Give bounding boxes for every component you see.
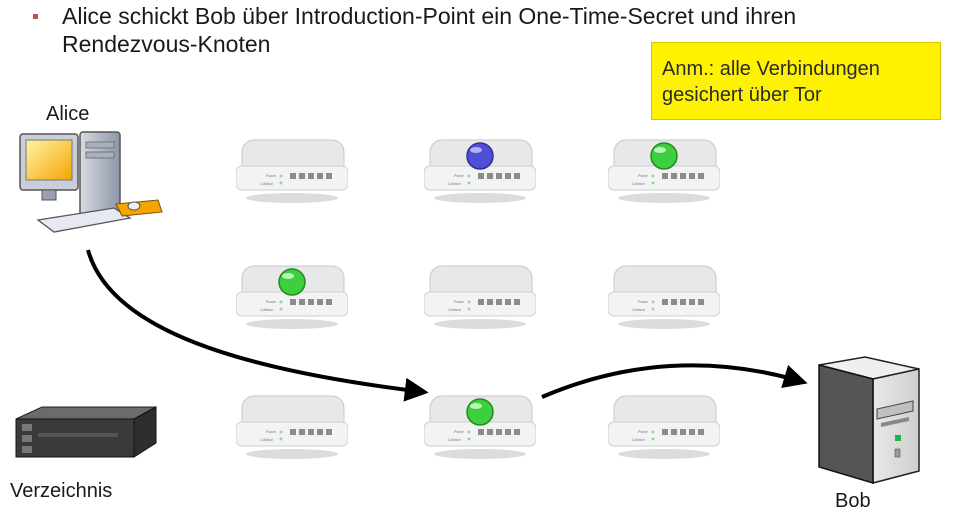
directory-label: Verzeichnis: [10, 480, 113, 502]
router-node: Power Collision: [236, 262, 348, 332]
router-power-label: Power: [638, 430, 649, 434]
directory-server-icon: [14, 405, 158, 459]
router-power-label: Power: [638, 300, 649, 304]
router-collision-label: Collision: [632, 438, 645, 442]
annotation-note: Anm.: alle Verbindungen gesichert über T…: [651, 42, 941, 120]
alice-computer-icon: [18, 128, 166, 240]
router-collision-label: Collision: [632, 308, 645, 312]
router-collision-label: Collision: [448, 182, 461, 186]
router-power-label: Power: [266, 430, 277, 434]
bob-label: Bob: [835, 490, 871, 512]
alice-label: Alice: [46, 103, 90, 125]
slide-bullet-text: Alice schickt Bob über Introduction-Poin…: [62, 3, 797, 57]
router-power-label: Power: [266, 300, 277, 304]
router-node-rendezvous: Power Collision: [424, 392, 536, 462]
router-node: Power Collision: [236, 392, 348, 462]
bullet-marker: [33, 14, 38, 19]
router-node: Power Collision: [424, 136, 536, 206]
router-collision-label: Collision: [260, 182, 273, 186]
router-node: Power Collision: [608, 392, 720, 462]
router-collision-label: Collision: [448, 438, 461, 442]
arrow-alice-to-rendezvous: [86, 249, 429, 402]
router-power-label: Power: [638, 174, 649, 178]
router-node: Power Collision: [424, 262, 536, 332]
router-node: Power Collision: [236, 136, 348, 206]
bob-server-icon: [815, 355, 925, 485]
router-power-label: Power: [266, 174, 277, 178]
router-power-label: Power: [454, 174, 465, 178]
arrow-rendezvous-to-bob: [541, 363, 808, 399]
router-power-label: Power: [454, 430, 465, 434]
router-node: Power Collision: [608, 136, 720, 206]
router-node: Power Collision: [608, 262, 720, 332]
router-collision-label: Collision: [448, 308, 461, 312]
router-collision-label: Collision: [260, 438, 273, 442]
router-power-label: Power: [454, 300, 465, 304]
router-collision-label: Collision: [632, 182, 645, 186]
router-collision-label: Collision: [260, 308, 273, 312]
